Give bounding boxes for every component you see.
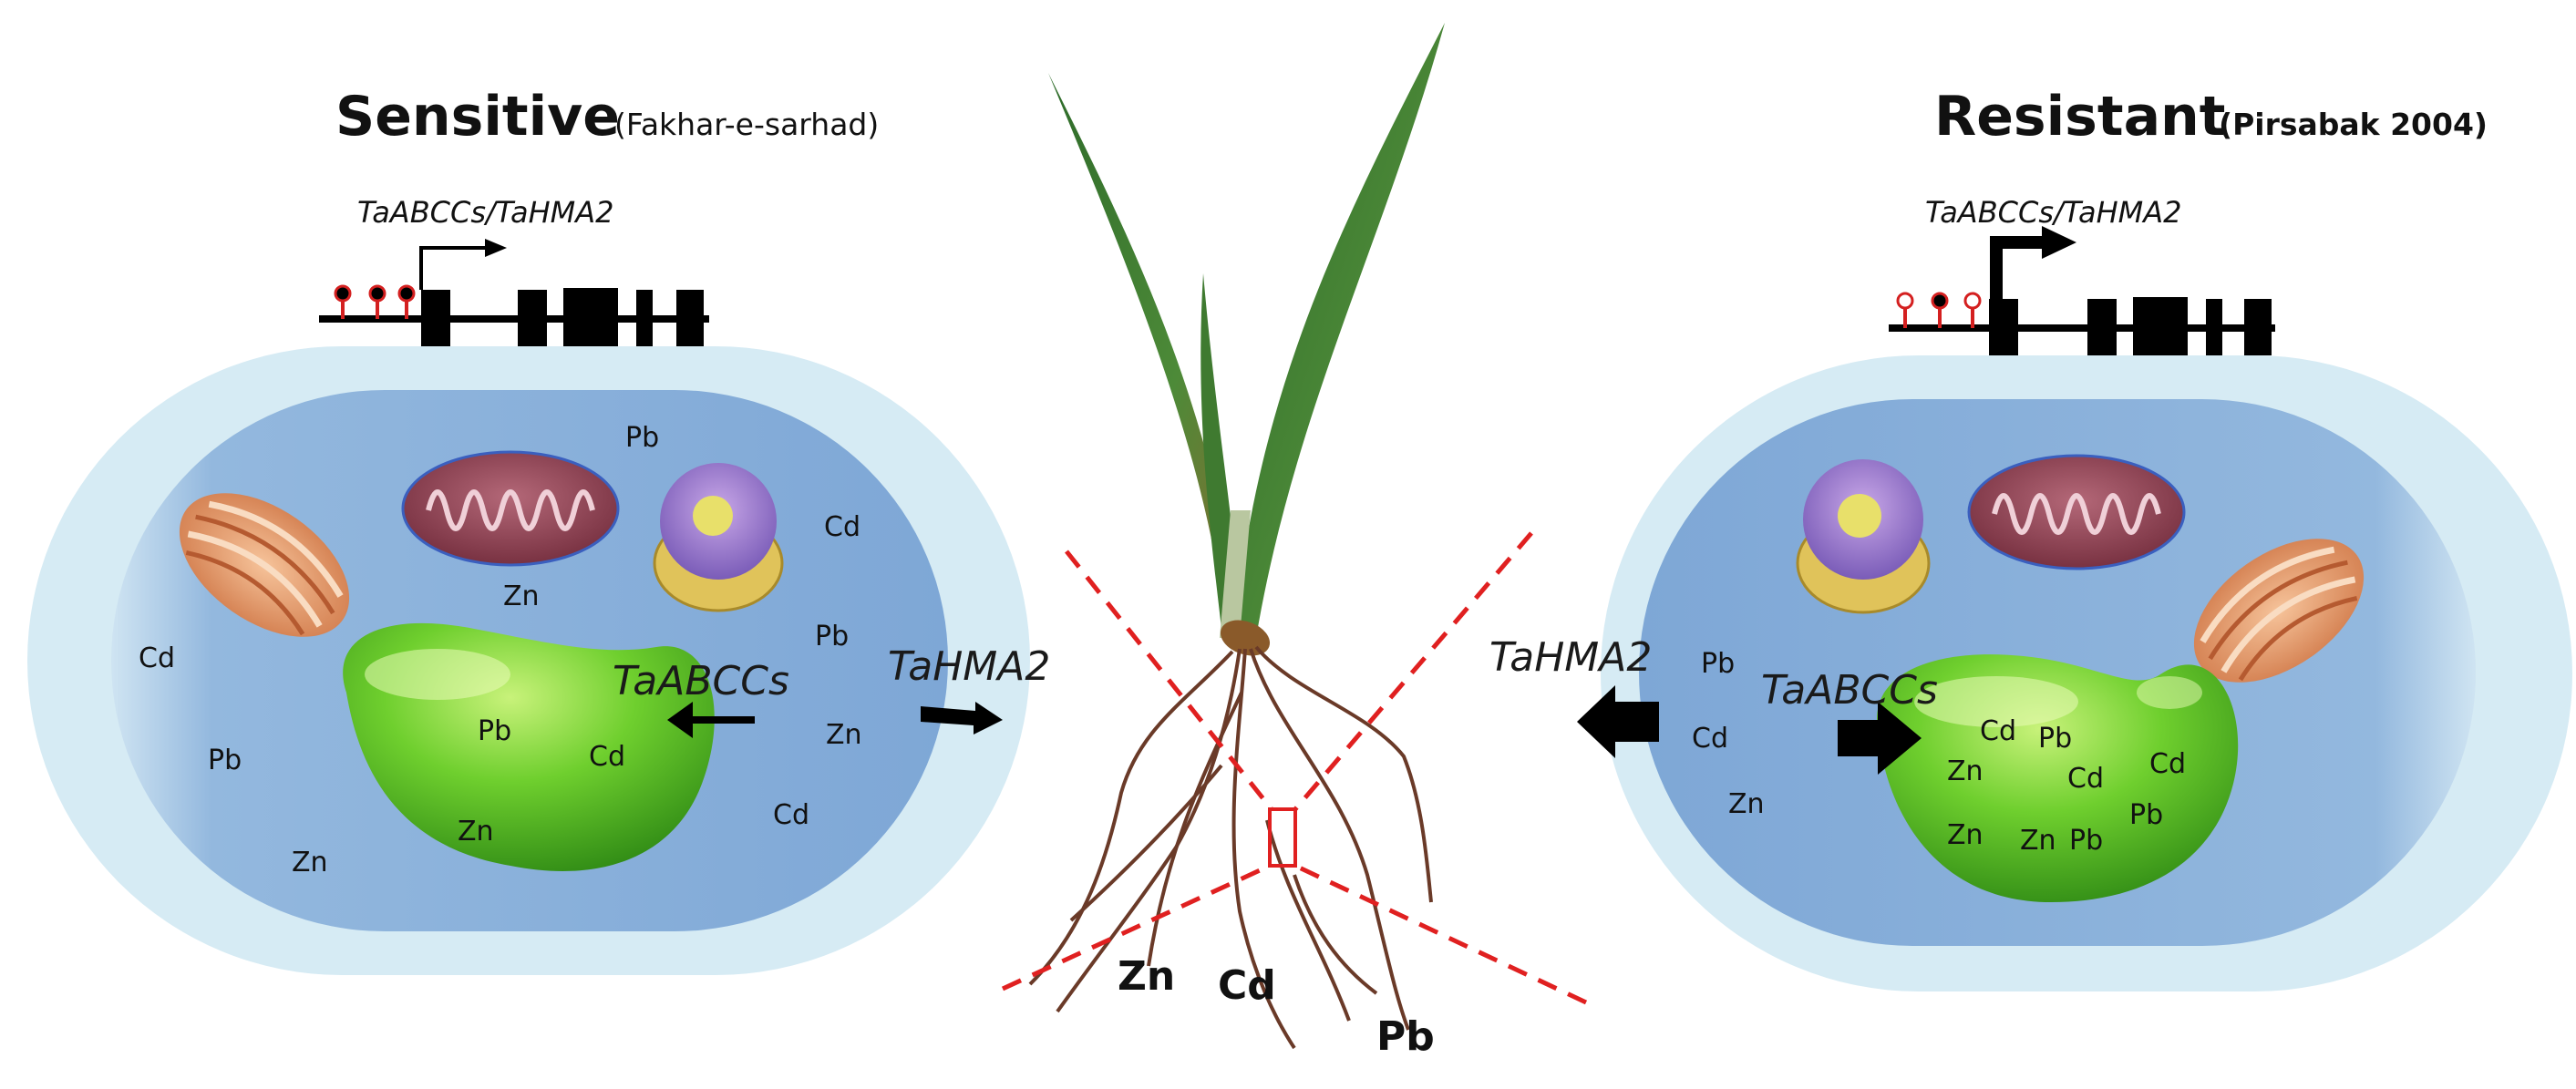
root-metal-pb: Pb bbox=[1376, 1013, 1435, 1060]
metal-label: Pb bbox=[478, 715, 511, 747]
leaf-left bbox=[1048, 73, 1242, 638]
resistant-gene-label: TaABCCs/TaHMA2 bbox=[1925, 195, 2182, 230]
metal-label: Pb bbox=[625, 422, 659, 454]
metal-label: Pb bbox=[1701, 648, 1735, 680]
metal-label: Zn bbox=[2020, 825, 2056, 857]
metal-label: Cd bbox=[773, 799, 809, 831]
nucleus-icon bbox=[1796, 459, 1931, 614]
metal-label: Zn bbox=[1947, 755, 1984, 787]
root-metal-cd: Cd bbox=[1218, 962, 1276, 1009]
metal-label: Pb bbox=[2038, 723, 2072, 755]
roots bbox=[1028, 645, 1433, 1050]
resistant-panel: Resistant (Pirsabak 2004) TaABCCs/TaHMA2 bbox=[1489, 85, 2572, 991]
tahma2-arrow-resistant bbox=[1577, 685, 1659, 758]
tahma2-label-sensitive: TaHMA2 bbox=[888, 643, 1050, 690]
mitochondrion-icon bbox=[401, 450, 620, 567]
resistant-vacuole bbox=[1877, 654, 2239, 902]
methylation-marks-resistant bbox=[1896, 292, 1982, 328]
resistant-cultivar: (Pirsabak 2004) bbox=[2219, 107, 2488, 142]
sensitive-vacuole bbox=[343, 622, 715, 871]
metal-label: Pb bbox=[815, 621, 849, 652]
metal-label: Zn bbox=[826, 719, 862, 751]
metal-label: Zn bbox=[1947, 819, 1984, 851]
leaf-right bbox=[1235, 23, 1445, 638]
metal-label: Cd bbox=[1980, 715, 2016, 747]
tabccs-label-sensitive: TaABCCs bbox=[613, 658, 789, 704]
tahma2-arrow-sensitive bbox=[921, 702, 1003, 735]
methylation-marks-sensitive bbox=[334, 284, 416, 319]
resistant-title: Resistant bbox=[1934, 85, 2225, 149]
root-metal-zn: Zn bbox=[1118, 953, 1175, 1000]
dashed-x-lines bbox=[1001, 531, 1588, 1005]
metal-label: Cd bbox=[139, 642, 175, 674]
metal-label: Pb bbox=[2129, 799, 2163, 831]
metal-label: Cd bbox=[2149, 748, 2186, 780]
metal-label: Zn bbox=[1728, 788, 1765, 820]
golgi-icon bbox=[2193, 539, 2365, 683]
metal-label: Zn bbox=[503, 580, 540, 612]
metal-label: Cd bbox=[1692, 723, 1728, 755]
sensitive-panel: Sensitive (Fakhar-e-sarhad) TaABCCs/TaHM… bbox=[27, 85, 1050, 975]
nucleus-icon bbox=[653, 463, 784, 612]
tabccs-arrow-sensitive bbox=[667, 702, 755, 738]
resistant-cell: TaHMA2 TaABCCs Pb Cd Zn Cd Pb Cd Zn Cd P… bbox=[1489, 355, 2572, 991]
sensitive-gene-model bbox=[319, 239, 709, 348]
metal-label: Pb bbox=[208, 745, 242, 776]
tabccs-label-resistant: TaABCCs bbox=[1761, 667, 1938, 714]
metal-label: Zn bbox=[458, 816, 494, 848]
metal-label: Cd bbox=[2067, 763, 2104, 795]
tabccs-arrow-resistant bbox=[1838, 702, 1922, 775]
zoom-box bbox=[1268, 807, 1297, 868]
metal-label: Zn bbox=[292, 847, 328, 878]
sensitive-cell: TaABCCs TaHMA2 Pb Cd Zn Pb Cd Pb Zn Cd Z… bbox=[27, 346, 1050, 975]
metal-label: Pb bbox=[2069, 825, 2103, 857]
mitochondrion-icon bbox=[1967, 454, 2186, 570]
metal-label: Cd bbox=[589, 741, 625, 773]
metal-label: Cd bbox=[824, 511, 860, 543]
golgi-icon bbox=[179, 493, 350, 637]
tahma2-label-resistant: TaHMA2 bbox=[1489, 634, 1652, 681]
sensitive-gene-label: TaABCCs/TaHMA2 bbox=[357, 195, 614, 230]
sensitive-title: Sensitive bbox=[335, 85, 620, 149]
resistant-gene-model bbox=[1889, 226, 2275, 357]
wheat-seedling: Zn Cd Pb bbox=[1001, 23, 1588, 1060]
sensitive-cultivar: (Fakhar-e-sarhad) bbox=[614, 107, 879, 142]
